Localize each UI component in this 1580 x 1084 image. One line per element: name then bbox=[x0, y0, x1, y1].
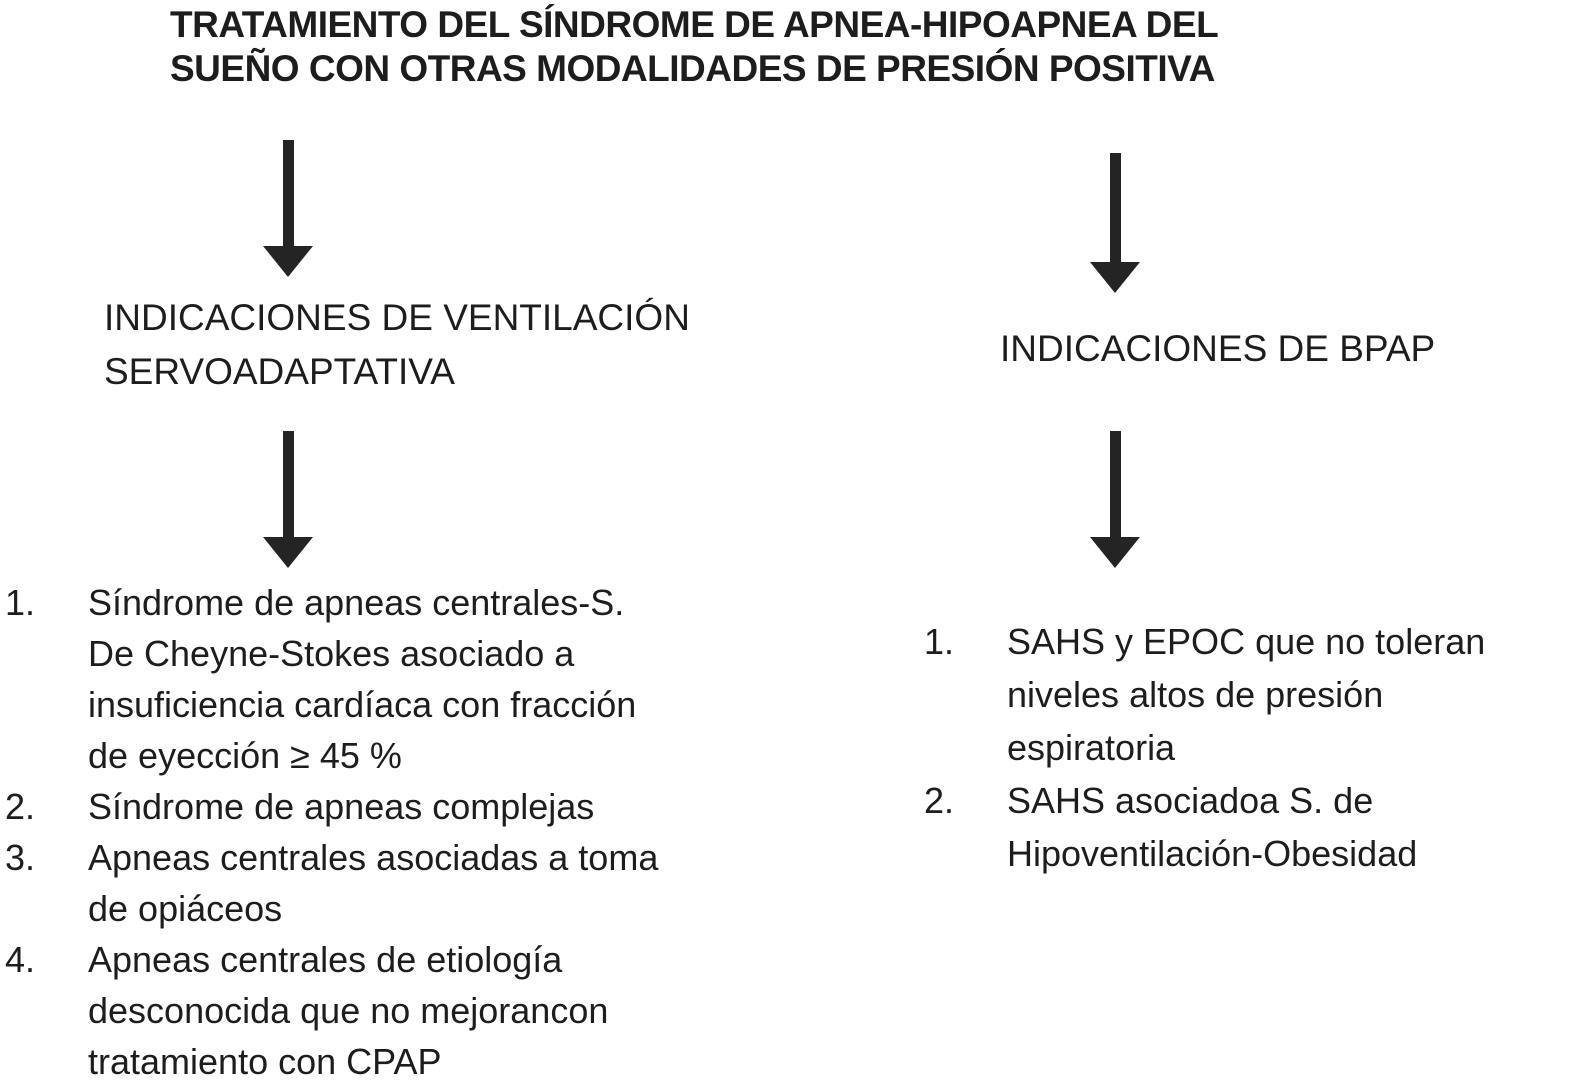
arrow-head bbox=[1090, 262, 1140, 293]
list-item: 4. Apneas centrales de etiología descono… bbox=[5, 934, 805, 1084]
arrow-head bbox=[263, 246, 313, 277]
list-item-text: Apneas centrales asociadas a toma de opi… bbox=[88, 837, 659, 929]
arrow-head bbox=[1090, 537, 1140, 568]
list-item: 1. SAHS y EPOC que no toleran niveles al… bbox=[924, 615, 1574, 774]
list-item-text: SAHS asociadoa S. de Hipoventilación-Obe… bbox=[1007, 780, 1418, 874]
diagram-title: TRATAMIENTO DEL SÍNDROME DE APNEA-HIPOAP… bbox=[170, 4, 1219, 89]
list-item-number: 2. bbox=[924, 780, 955, 821]
arrow-shaft bbox=[282, 431, 294, 537]
arrow-head bbox=[263, 537, 313, 568]
list-item-text: Apneas centrales de etiología desconocid… bbox=[88, 939, 609, 1082]
arrow-shaft bbox=[282, 140, 294, 246]
asv-indications-list: 1. Síndrome de apneas centrales-S. De Ch… bbox=[5, 577, 805, 1084]
down-arrow-icon bbox=[263, 140, 313, 277]
down-arrow-icon bbox=[1090, 153, 1140, 293]
arrow-shaft bbox=[1109, 431, 1121, 537]
list-item-text: SAHS y EPOC que no toleran niveles altos… bbox=[1007, 621, 1486, 768]
list-item: 2. SAHS asociadoa S. de Hipoventilación-… bbox=[924, 774, 1574, 880]
list-item: 1. Síndrome de apneas centrales-S. De Ch… bbox=[5, 577, 805, 781]
bpap-indications-list: 1. SAHS y EPOC que no toleran niveles al… bbox=[924, 615, 1574, 880]
left-branch-heading: INDICACIONES DE VENTILACIÓN SERVOADAPTAT… bbox=[104, 297, 690, 392]
down-arrow-icon bbox=[1090, 431, 1140, 568]
list-item: 3. Apneas centrales asociadas a toma de … bbox=[5, 832, 805, 934]
list-item-text: Síndrome de apneas complejas bbox=[88, 786, 595, 827]
down-arrow-icon bbox=[263, 431, 313, 568]
list-item-number: 3. bbox=[5, 837, 36, 878]
list-item-number: 1. bbox=[5, 582, 36, 623]
list-item: 2. Síndrome de apneas complejas bbox=[5, 781, 805, 832]
list-item-number: 4. bbox=[5, 939, 36, 980]
right-branch-heading: INDICACIONES DE BPAP bbox=[1000, 328, 1436, 369]
list-item-number: 1. bbox=[924, 621, 955, 662]
list-item-text: Síndrome de apneas centrales-S. De Cheyn… bbox=[88, 582, 637, 776]
arrow-shaft bbox=[1109, 153, 1121, 262]
list-item-number: 2. bbox=[5, 786, 36, 827]
